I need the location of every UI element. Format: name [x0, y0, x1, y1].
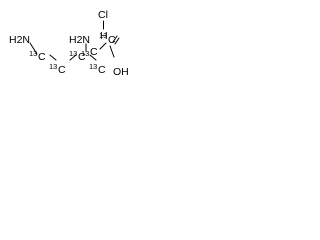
hydroxyl-label: OH: [113, 66, 129, 78]
labeled-carbon-c1: 13 C: [99, 31, 116, 46]
labeled-carbon-c2: 13 C: [81, 46, 98, 58]
alpha-amine: H2N: [69, 34, 90, 46]
chemical-structure: Cl H H2N H2N 13 C 13 C 13 C 13 C 13: [9, 9, 129, 78]
bond-n-c6: [29, 42, 38, 55]
labeled-carbon-c4: 13 C: [69, 49, 86, 63]
isotope-label: 13: [89, 62, 97, 71]
terminal-amine: H2N: [9, 34, 30, 46]
carbon-label: C: [78, 51, 86, 63]
labeled-carbon-c3: 13 C: [89, 62, 106, 76]
bond-c4-c3: [89, 54, 97, 61]
carbon-label: C: [38, 51, 46, 63]
bond-c1-o-upper: [112, 35, 118, 43]
bond-c1-oh: [109, 45, 115, 58]
carbon-label: C: [98, 64, 106, 76]
isotope-label: 13: [49, 62, 57, 71]
terminal-amine-label: H2N: [9, 34, 30, 46]
isotope-label: 13: [29, 49, 37, 58]
carboxyl-group: OH: [113, 66, 129, 78]
alpha-amine-label: H2N: [69, 34, 90, 46]
bond-c1-o-lower: [114, 37, 120, 45]
isotope-label: 13: [69, 49, 77, 58]
isotope-label: 13: [81, 49, 89, 58]
carbon-label: C: [58, 64, 66, 76]
carbon-label: C: [108, 34, 116, 46]
bond-c2-c1: [99, 42, 107, 50]
bond-c6-c5: [49, 54, 57, 61]
hydrogen-label: H: [100, 30, 108, 42]
isotope-label: 13: [99, 31, 107, 40]
hydrochloride-salt: Cl H: [98, 9, 108, 42]
labeled-carbon-c5: 13 C: [49, 62, 66, 76]
chlorine-label: Cl: [98, 9, 108, 21]
bond-c5-c4: [69, 54, 77, 61]
bond-skeleton: [29, 35, 120, 61]
carbon-label: C: [90, 46, 98, 58]
labeled-carbon-c6: 13 C: [29, 49, 46, 63]
